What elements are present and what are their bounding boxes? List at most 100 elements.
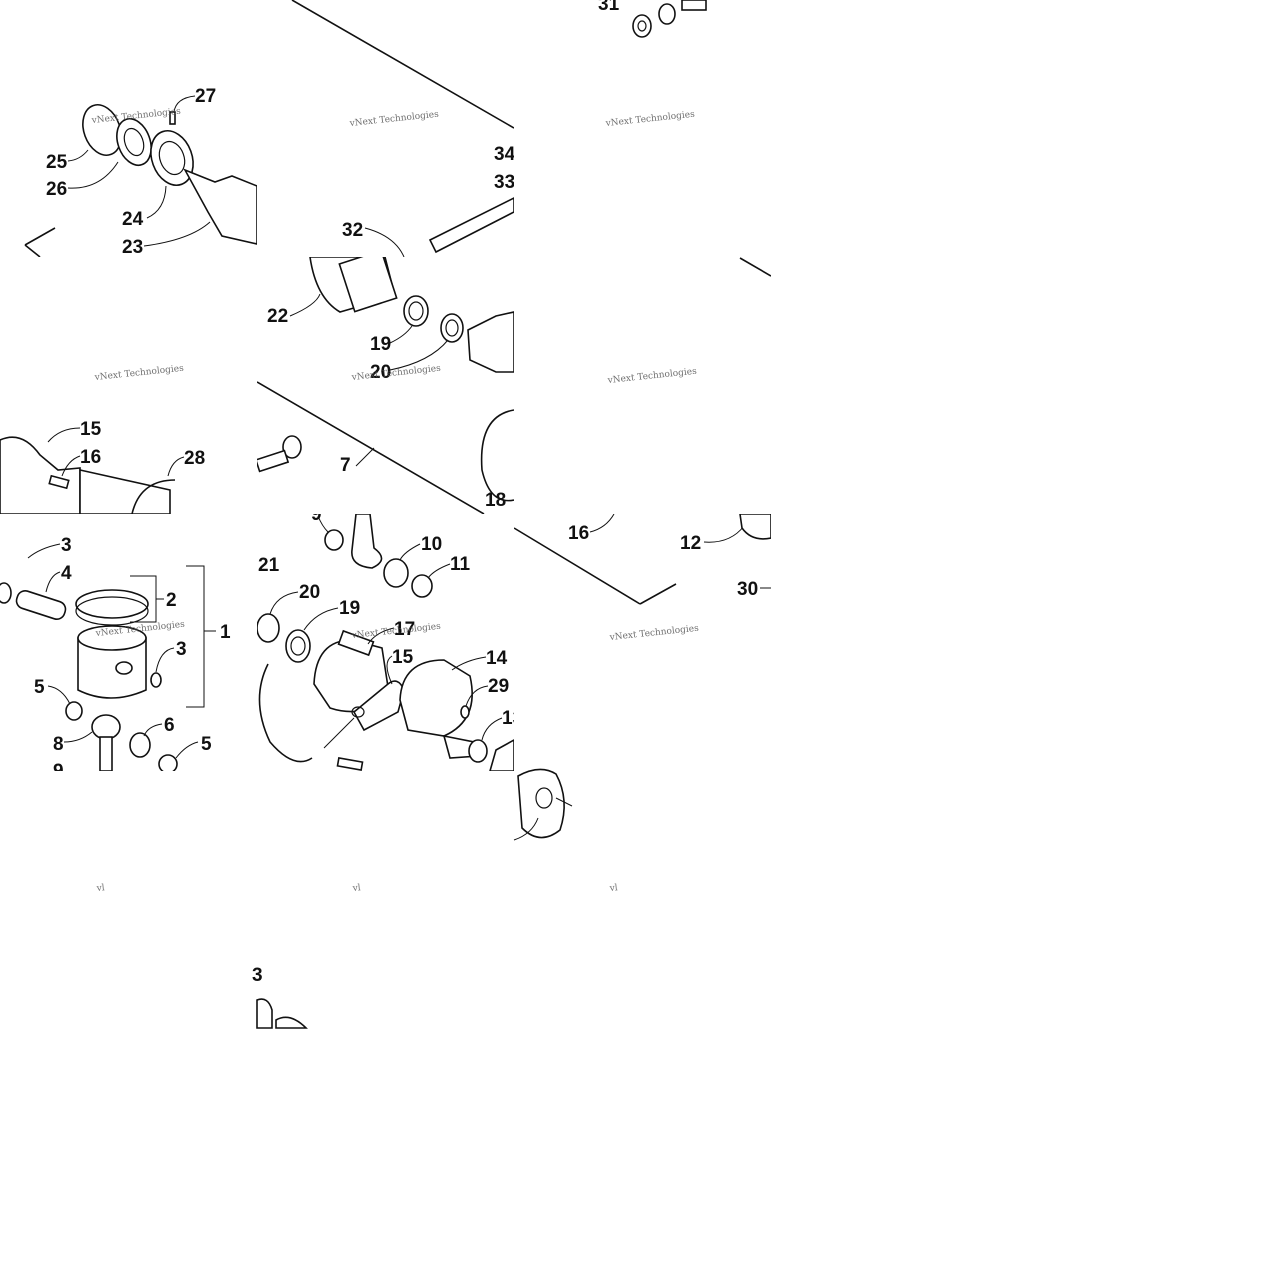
piston (77, 637, 147, 699)
crankpin (338, 257, 398, 313)
callout-12: 12 (680, 533, 701, 554)
gear-fragment (256, 998, 273, 1029)
shaft-stub (257, 449, 290, 473)
callout-18: 18 (485, 490, 506, 511)
bearing-19 (285, 629, 311, 663)
seal-disc (517, 768, 565, 839)
svg-text:vNext Technologies: vNext Technologies (608, 624, 699, 643)
seal-ring-25 (82, 104, 122, 156)
fragment-lower-right (513, 768, 573, 841)
clip-3 (150, 672, 162, 688)
washer-11 (411, 574, 433, 598)
callout-24: 24 (122, 209, 144, 230)
callout-19-lower: 19 (339, 598, 360, 619)
svg-text:vl: vl (95, 883, 105, 894)
bearing-24 (150, 130, 194, 186)
bearing-19 (403, 295, 429, 327)
watermark-fragments: vl vl vl (95, 883, 618, 894)
washer-upper (324, 529, 344, 551)
callout-1: 1 (220, 622, 231, 643)
callout-3-fragment: 3 (252, 965, 263, 986)
callout-9: 9 (311, 504, 322, 525)
connecting-rod (351, 514, 383, 569)
callout-10: 10 (421, 534, 442, 555)
callout-34: 34 (494, 144, 516, 165)
svg-text:vl: vl (351, 883, 361, 894)
callout-28: 28 (184, 448, 205, 469)
callout-19: 19 (370, 334, 391, 355)
key-29 (460, 705, 470, 719)
bearing-right (489, 739, 514, 771)
tile-bottom-left: 3 4 2 1 3 5 6 8 5 9 vNext Technologies (0, 535, 231, 771)
callout-3-lower: 3 (176, 639, 187, 660)
callout-30: 30 (737, 579, 758, 600)
piston-rings-2 (75, 589, 149, 619)
bearing-26 (116, 117, 152, 167)
washer-20 (257, 613, 280, 643)
callout-32: 32 (342, 220, 363, 241)
crank-half-23 (183, 168, 257, 245)
crankpin-17 (337, 629, 375, 657)
tile-bottom-right: 16 12 30 vNext Technologies (514, 514, 771, 643)
washer-5-right (158, 754, 178, 771)
washer (658, 3, 676, 25)
crank-web-15 (352, 680, 405, 732)
tile-middle-right: vNext Technologies (606, 257, 771, 386)
callout-16: 16 (80, 447, 101, 468)
retaining-ring-18 (480, 409, 514, 502)
callout-27: 27 (195, 86, 216, 107)
callout-6: 6 (164, 715, 175, 736)
tile-top-right: 31 vNext Technologies (598, 0, 707, 129)
tile-bottom-center: 9 10 11 21 20 19 17 15 14 29 13 vNext Te… (257, 504, 523, 771)
washer-left (282, 435, 302, 459)
callout-14: 14 (486, 648, 508, 669)
rod-shank (99, 736, 113, 771)
callout-21: 21 (258, 555, 280, 576)
callout-26: 26 (46, 179, 67, 200)
crank-web-17 (313, 639, 391, 713)
callout-29: 29 (488, 676, 509, 697)
callout-33: 33 (494, 172, 515, 193)
connecting-rod-8 (91, 714, 121, 740)
callout-23: 23 (122, 237, 143, 258)
bearing-6 (129, 732, 151, 758)
retaining-ring-21 (258, 663, 313, 763)
washer-5-left (65, 701, 83, 721)
svg-text:vNext Technologies: vNext Technologies (606, 367, 697, 386)
callout-20: 20 (370, 362, 391, 383)
bearing-10 (383, 558, 409, 588)
shaft-end (681, 0, 707, 11)
callout-2: 2 (166, 590, 177, 611)
callout-22: 22 (267, 306, 288, 327)
wrist-pin-4 (15, 589, 67, 621)
callout-4: 4 (61, 563, 72, 584)
callout-5-right: 5 (201, 734, 212, 755)
crank-half-14 (399, 659, 473, 737)
tile-top-left: 25 26 24 23 27 vNext Technologies (24, 86, 257, 258)
callout-17: 17 (394, 619, 415, 640)
svg-text:vNext Technologies: vNext Technologies (348, 110, 439, 129)
bolt-16 (336, 757, 364, 771)
svg-text:vNext Technologies: vNext Technologies (350, 364, 441, 383)
callout-15-lower: 15 (392, 647, 414, 668)
svg-text:vl: vl (608, 883, 618, 894)
svg-text:vNext Technologies: vNext Technologies (604, 110, 695, 129)
callout-7: 7 (340, 455, 351, 476)
callout-8: 8 (53, 734, 64, 755)
nut-31 (632, 14, 652, 38)
callout-20-lower: 20 (299, 582, 320, 603)
callout-3-upper: 3 (61, 535, 72, 556)
callout-16-right: 16 (568, 523, 589, 544)
callout-31-top: 31 (598, 0, 620, 15)
fragment-bottom-center: 3 (252, 965, 308, 1029)
clip-3-left (0, 582, 12, 604)
crank-body (79, 469, 171, 514)
callout-13: 13 (502, 708, 523, 729)
tile-middle-center: 22 19 20 7 18 vNext Technologies (257, 257, 514, 514)
shaft-33 (428, 197, 514, 254)
svg-text:vNext Technologies: vNext Technologies (93, 364, 184, 383)
gear (467, 311, 514, 373)
pin-27 (169, 111, 176, 125)
washer-20 (440, 313, 464, 343)
